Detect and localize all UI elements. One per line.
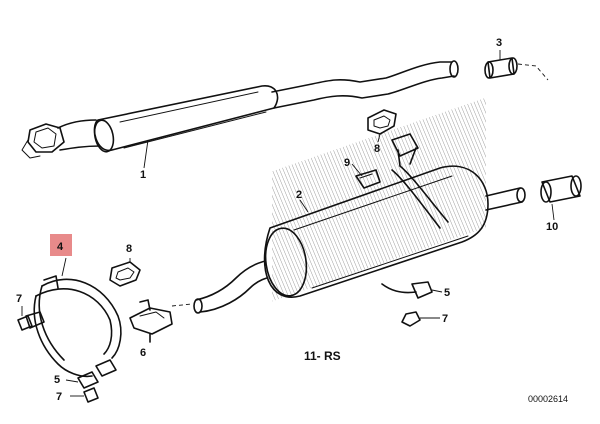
bracket-right-part-5: [411, 281, 443, 299]
part-label-4: 4: [57, 241, 64, 253]
part-4-highlight-box: [50, 234, 72, 256]
sleeve-part-3: [484, 50, 549, 81]
part-label-7-right: 7: [442, 313, 448, 325]
nut-right-part-7: [401, 311, 440, 327]
rear-silencer: [193, 97, 526, 314]
ring-clamp-part-4: [25, 257, 122, 378]
front-silencer-pipe: [21, 60, 459, 169]
variant-label: 11- RS: [304, 349, 341, 363]
part-label-5-left: 5: [54, 374, 60, 386]
nut-left-lower-part-7: [70, 387, 99, 403]
part-label-8-lower: 8: [126, 243, 132, 255]
gasket-upper-part-8: [367, 109, 397, 143]
part-label-3: 3: [496, 37, 502, 49]
part-label-5-right: 5: [444, 287, 450, 299]
hanger-bracket-part-9: [351, 133, 419, 189]
bracket-left-part-5: [65, 371, 99, 389]
clamp-bracket-part-6: [129, 299, 193, 343]
part-label-7-left-upper: 7: [16, 293, 22, 305]
drawing-number: 00002614: [528, 394, 568, 404]
part-label-9: 9: [344, 157, 350, 169]
nut-left-upper-part-7: [17, 306, 33, 331]
part-label-2: 2: [296, 189, 302, 201]
part-label-1: 1: [140, 169, 146, 181]
part-label-8-upper: 8: [374, 143, 380, 155]
part-label-6: 6: [140, 347, 146, 359]
tail-sleeve-part-10: [540, 175, 582, 221]
gasket-lower-part-8: [109, 258, 141, 287]
part-label-10: 10: [546, 221, 558, 233]
part-label-7-left-lower: 7: [56, 391, 62, 403]
